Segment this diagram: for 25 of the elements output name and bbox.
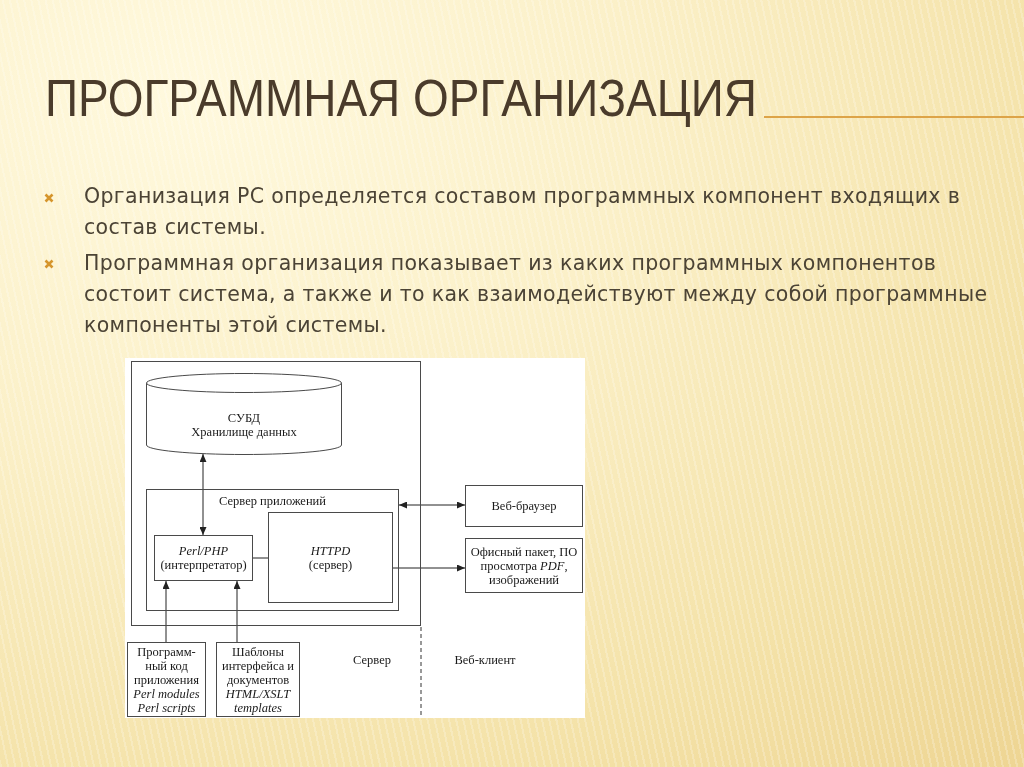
connector-line	[252, 557, 269, 559]
bullet-text: Программная организация показывает из каких программных компонентов состоит система, а также и то как взаимодействуют между собой программные компоненты этой системы.	[84, 250, 989, 339]
node-label: Программ-ный код приложения Perl modules Perl scripts	[132, 644, 201, 715]
node-label: Шаблоны интерфейса и документов HTML/XSLT templates	[220, 644, 295, 715]
node-label: Хранилище данных	[190, 425, 298, 439]
arrow	[392, 564, 466, 572]
process-box	[268, 512, 393, 603]
process-box	[465, 485, 583, 527]
arrow	[233, 580, 241, 643]
node-label: HTTPD (сервер)	[307, 543, 354, 572]
process-box	[465, 538, 583, 593]
bullet-text: Организация РС определяется составом программных компонент входящих в состав системы.	[84, 183, 962, 241]
container-box	[146, 489, 399, 611]
arrow	[398, 501, 466, 509]
node-label: Сервер приложений	[218, 494, 327, 508]
node-label: СУБД	[226, 411, 262, 425]
server-frame	[131, 361, 421, 626]
arrow	[162, 580, 170, 643]
node-label: Офисный пакет, ПО просмотра PDF, изображений	[469, 544, 579, 587]
arrow	[199, 453, 207, 536]
node-label: Perl/PHP (интерпретатор)	[159, 544, 248, 572]
zone-label: Сервер	[353, 652, 391, 668]
process-box	[154, 535, 253, 581]
node-label: Веб-браузер	[490, 499, 558, 513]
zone-label: Веб-клиент	[454, 652, 516, 668]
